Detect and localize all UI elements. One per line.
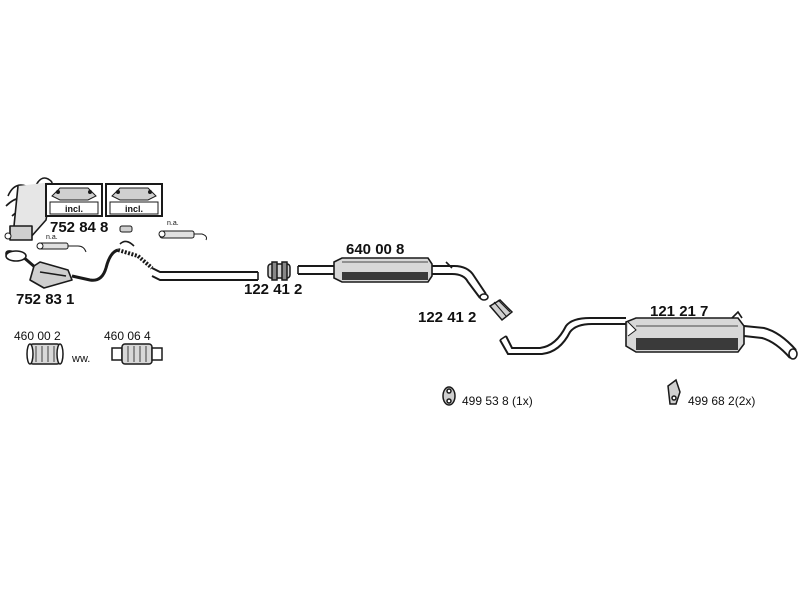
o2-sensor-1-illustration bbox=[4, 232, 87, 253]
adapter-b-illustration bbox=[111, 343, 163, 365]
adapter-a-illustration bbox=[26, 343, 64, 365]
part-number-rear-silencer: 121 21 7 bbox=[650, 303, 708, 320]
ww-label: ww. bbox=[71, 353, 90, 365]
clamp-b-illustration bbox=[488, 299, 514, 322]
rear-silencer-illustration bbox=[499, 310, 798, 360]
middle-silencer-illustration bbox=[297, 257, 489, 301]
o2-sensor-2-illustration bbox=[158, 230, 207, 241]
small-clamp-illustration bbox=[119, 225, 133, 233]
part-number-clamp-b: 122 41 2 bbox=[418, 309, 476, 326]
part-number-middle-silencer: 640 00 8 bbox=[346, 241, 404, 258]
part-number-front-pipe: 752 83 1 bbox=[16, 291, 74, 308]
incl-kit-box-2 bbox=[105, 183, 163, 217]
part-number-clamp-a: 122 41 2 bbox=[244, 281, 302, 298]
clamp-a-illustration bbox=[267, 261, 291, 281]
part-number-rubber-mount-b: 499 68 2(2x) bbox=[688, 394, 755, 408]
part-number-adapter-a: 460 00 2 bbox=[14, 329, 61, 343]
incl-label-2: incl. bbox=[125, 204, 143, 214]
part-number-rubber-mount-a: 499 53 8 (1x) bbox=[462, 394, 533, 408]
incl-kit-box-1 bbox=[45, 183, 103, 217]
incl-label-1: incl. bbox=[65, 204, 83, 214]
part-number-adapter-b: 460 06 4 bbox=[104, 329, 151, 343]
na-label-1: n.a. bbox=[46, 234, 58, 241]
rubber-mount-a-icon bbox=[442, 386, 456, 406]
rubber-mount-b-icon bbox=[667, 378, 681, 405]
na-label-2: n.a. bbox=[167, 220, 179, 227]
part-number-manifold-kit: 752 84 8 bbox=[50, 219, 108, 236]
